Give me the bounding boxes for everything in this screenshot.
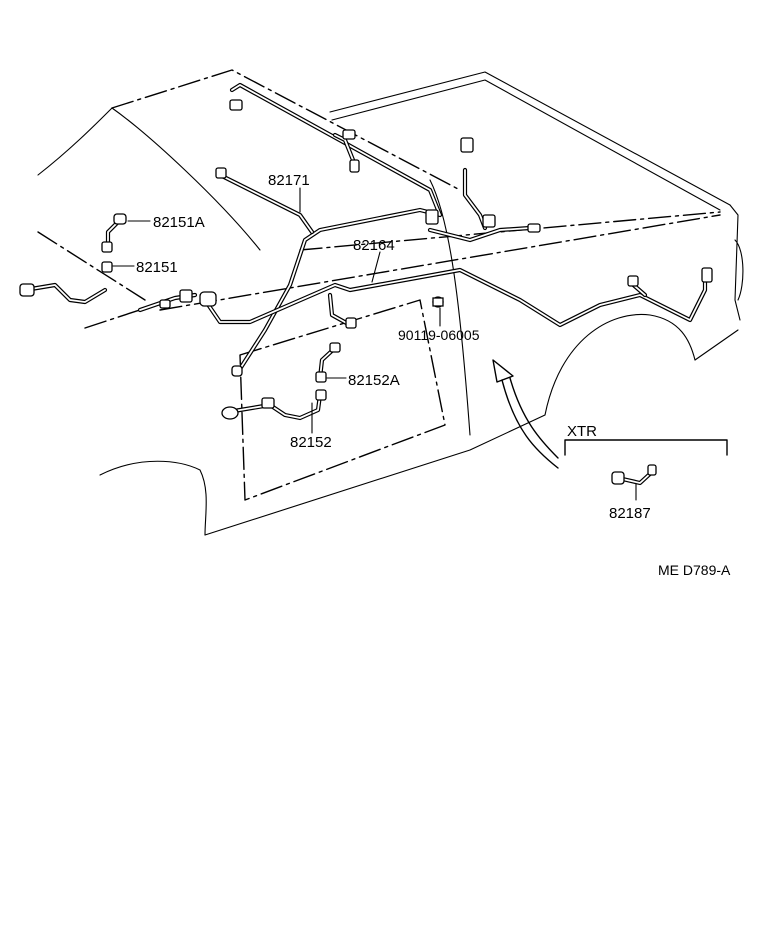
fender-line (37, 231, 146, 301)
label-82151: 82151 (136, 259, 178, 276)
label-82152A: 82152A (348, 372, 400, 389)
connectors (19, 99, 713, 485)
bed-rail-inner (331, 79, 721, 211)
bolt-head (432, 297, 444, 307)
connector-82164-drop (345, 317, 357, 329)
connector-pillar (425, 209, 439, 225)
connector-roof-front (229, 99, 243, 111)
label-xtr: XTR (567, 423, 597, 440)
harness-xtr-82187 (615, 469, 655, 486)
label-82164: 82164 (353, 237, 395, 254)
connector-82152A-top (329, 342, 341, 353)
label-90119-06005: 90119-06005 (398, 327, 480, 343)
connector-door-mid (261, 397, 275, 409)
label-82152: 82152 (290, 434, 332, 451)
harness-door-82152 (225, 345, 338, 421)
bed-rail-top (329, 71, 731, 206)
label-82151A: 82151A (153, 214, 205, 231)
harness-82171 (217, 82, 443, 375)
connector-82171-end (231, 365, 243, 377)
arrow-head-icon (492, 359, 514, 383)
connector-door-switch (221, 406, 239, 420)
connector-roof-lamp (349, 159, 360, 173)
connector-82187-left (611, 471, 625, 485)
connector-roof-mid (342, 129, 356, 140)
connector-bed-mid (482, 214, 496, 228)
connector-82152 (315, 389, 327, 401)
connector-82151A (113, 213, 127, 225)
connector-82171-top (215, 167, 227, 179)
door-outline (239, 299, 446, 501)
connector-82151 (101, 261, 113, 273)
tailgate-edge (729, 204, 741, 321)
label-82171: 82171 (268, 172, 310, 189)
connector-82151-upper (101, 241, 113, 253)
connector-82152A (315, 371, 327, 383)
rocker-panel (204, 414, 546, 536)
hood-edge (37, 107, 113, 176)
front-wheel-arch (99, 460, 207, 536)
rear-bumper-edge (694, 329, 739, 361)
connector-tail (701, 267, 713, 283)
rear-wheel-arch (544, 313, 696, 416)
connector-bed-side (527, 223, 541, 233)
connector-82187-right (647, 464, 657, 476)
connector-dash (199, 291, 217, 307)
leader-lines (112, 187, 637, 501)
xtr-arrow (492, 359, 559, 469)
diagram-code: ME D789-A (658, 562, 731, 578)
connector-front-mid (179, 289, 193, 303)
connector-rear-lamp (627, 275, 639, 287)
label-82187: 82187 (609, 505, 651, 522)
connector-bed-front (460, 137, 474, 153)
connector-cowl (159, 299, 171, 309)
vehicle-body-outline (37, 69, 744, 536)
tail-lamp (734, 239, 744, 301)
roof-line (111, 69, 461, 191)
xtr-bracket (564, 439, 728, 456)
bed-floor-line (159, 214, 721, 311)
connector-front-left (19, 283, 35, 297)
windshield-edge (111, 107, 261, 251)
